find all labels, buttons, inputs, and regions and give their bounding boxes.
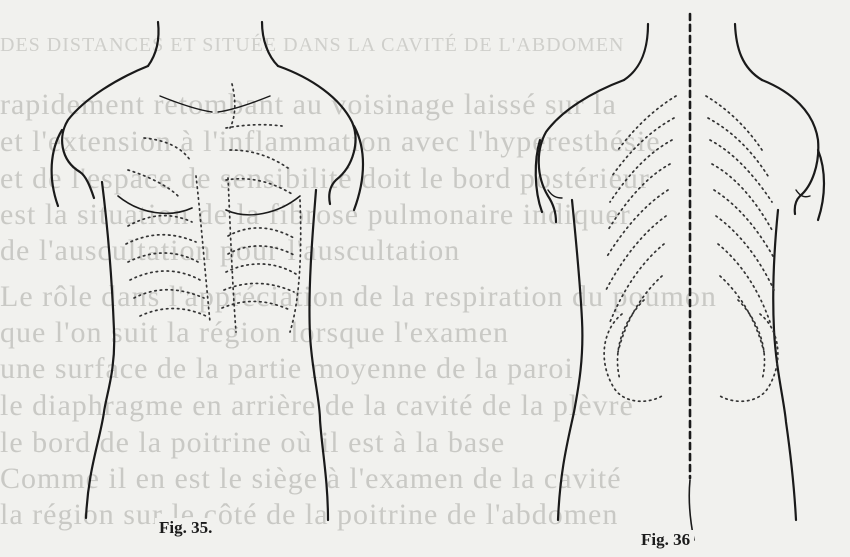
figure-36-caption: Fig. 36 [637,530,694,550]
figure-35-caption: Fig. 35. [155,518,216,538]
